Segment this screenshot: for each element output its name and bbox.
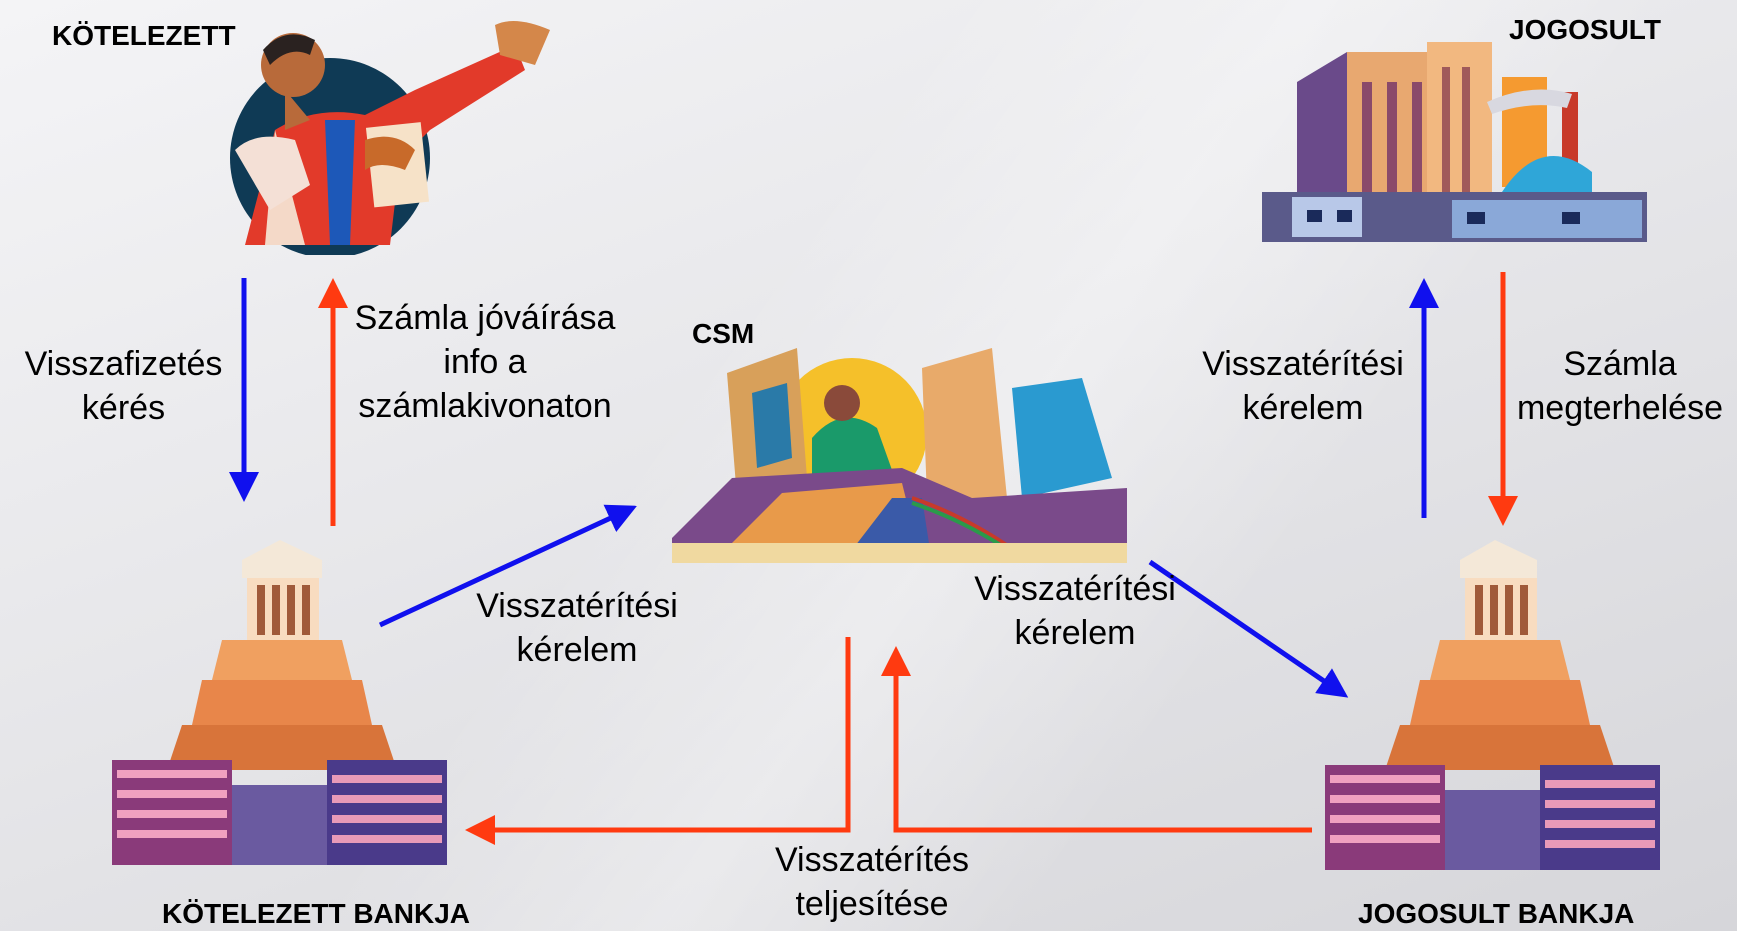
arrow-refund-completion-from-beneficiary-bank (881, 646, 1312, 833)
repayment-request-line-1: Visszafizetés (24, 345, 223, 383)
account-credit-info-label: Számla jóváírása info a számlakivonaton (335, 296, 635, 428)
beneficiary-company-illustration (1262, 42, 1647, 242)
refund-request-left-line-2: kérelem (516, 631, 638, 669)
csm-label: CSM (692, 318, 755, 349)
refund-request-right-line-1: Visszatérítési (974, 570, 1176, 608)
beneficiary-bank-illustration (1325, 540, 1660, 870)
repayment-request-label: Visszafizetés kérés (6, 342, 241, 430)
obligor-bank-illustration (112, 540, 447, 865)
obligor-person-illustration (230, 21, 550, 255)
refund-request-left-line-1: Visszatérítési (476, 587, 678, 625)
refund-completion-line-2: teljesítése (795, 885, 949, 923)
refund-request-top-right-label: Visszatérítési kérelem (1178, 342, 1428, 430)
refund-request-top-right-line-2: kérelem (1242, 389, 1364, 427)
beneficiary-bank-label: JOGOSULT BANKJA (1358, 898, 1635, 929)
obligor-bank-label: KÖTELEZETT BANKJA (162, 898, 470, 929)
account-debit-line-1: Számla (1563, 345, 1677, 383)
obligor-label: KÖTELEZETT (52, 20, 236, 51)
repayment-request-line-2: kérés (81, 389, 166, 427)
refund-request-right-line-2: kérelem (1014, 614, 1136, 652)
account-credit-info-line-1: Számla jóváírása (354, 299, 616, 337)
account-debit-label: Számla megterhelése (1505, 342, 1735, 430)
refund-request-right-label: Visszatérítési kérelem (950, 567, 1200, 655)
account-credit-info-line-2: info a (443, 343, 527, 381)
arrow-refund-completion-to-obligor-bank (465, 637, 851, 845)
account-debit-line-2: megterhelése (1516, 389, 1723, 427)
arrow-refund-request-to-csm (378, 504, 638, 628)
refund-request-top-right-line-1: Visszatérítési (1202, 345, 1404, 383)
account-credit-info-line-3: számlakivonaton (358, 387, 612, 425)
beneficiary-label: JOGOSULT (1509, 14, 1661, 45)
arrow-refund-request-to-beneficiary-bank (1148, 559, 1349, 698)
refund-request-left-label: Visszatérítési kérelem (452, 584, 702, 672)
refund-completion-label: Visszatérítés teljesítése (742, 838, 1002, 926)
csm-operator-illustration (672, 348, 1127, 563)
refund-completion-line-1: Visszatérítés (774, 841, 969, 879)
